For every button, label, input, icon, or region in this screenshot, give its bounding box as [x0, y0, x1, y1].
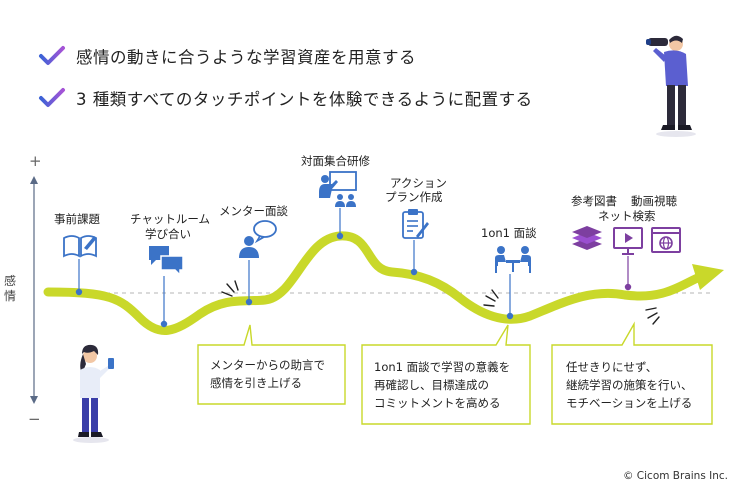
label-f2f-training: 対面集合研修 [301, 154, 370, 168]
label-1on1: 1on1 面談 [481, 226, 537, 240]
goal-text-2: 3 種類すべてのタッチポイントを体験できるように配置する [76, 90, 533, 109]
callout-text-1-line-2: 感情を引き上げる [210, 376, 302, 390]
point-mentor [245, 298, 253, 306]
presentation-board-icon [319, 171, 357, 207]
callout-text-3-line-2: 継続学習の施策を行い、 [566, 378, 693, 392]
emotion-curve [43, 231, 707, 335]
spark-mark-2 [483, 289, 499, 307]
point-self-learning [624, 283, 632, 291]
book-pen-icon [63, 235, 97, 258]
person-phone-illustration [73, 344, 114, 443]
label-action-plan-2: プラン作成 [385, 190, 443, 204]
books-stack-icon [572, 226, 602, 250]
goal-item-1: 感情の動きに合うような学習資産を用意する [38, 44, 416, 68]
callout-text-3-line-3: モチベーションを上げる [566, 396, 693, 410]
web-browser-icon [651, 227, 681, 253]
callout-text-2-line-3: コミットメントを高める [374, 396, 501, 410]
copyright: © Cicom Brains Inc. [622, 470, 728, 482]
label-mentor-interview: メンター面談 [219, 204, 288, 218]
point-chatroom [160, 320, 168, 328]
video-monitor-icon [613, 227, 643, 255]
axis-label: 感情 [4, 274, 17, 303]
curve-arrowhead [692, 264, 724, 290]
callout-text-3-line-1: 任せきりにせず、 [566, 360, 658, 374]
check-icon [39, 46, 65, 65]
label-net-search: ネット検索 [598, 209, 656, 223]
person-binoculars-illustration [646, 35, 696, 137]
callout-text-1-line-1: メンターからの助言で [210, 358, 325, 372]
label-chatroom-2: 学び合い [145, 227, 191, 241]
check-icon [39, 88, 65, 107]
point-f2f [336, 232, 344, 240]
emotion-axis [30, 176, 38, 404]
point-1on1 [506, 312, 514, 320]
point-pre-assignment [75, 288, 83, 296]
label-action-plan-1: アクション [390, 176, 447, 190]
one-on-one-meeting-icon [495, 246, 531, 273]
callout-box-2 [361, 324, 531, 425]
axis-plus: + [29, 152, 42, 170]
chat-bubbles-icon [149, 246, 184, 276]
clipboard-plan-icon [402, 209, 429, 239]
goal-text-1: 感情の動きに合うような学習資産を用意する [76, 48, 416, 67]
callout-box-1 [197, 324, 346, 405]
spark-mark-3 [645, 307, 660, 325]
spark-mark-1 [221, 280, 239, 297]
label-reference-books: 参考図書 [571, 194, 617, 208]
callout-text-2-line-1: 1on1 面談で学習の意義を [374, 360, 511, 374]
axis-minus: − [28, 410, 41, 428]
label-pre-assignment: 事前課題 [54, 212, 100, 226]
callout-box-3 [551, 321, 713, 425]
point-action-plan [410, 268, 418, 276]
label-chatroom-1: チャットルーム [130, 212, 211, 226]
goal-item-2: 3 種類すべてのタッチポイントを体験できるように配置する [38, 86, 533, 110]
mentor-person-icon [239, 220, 277, 258]
label-video-watching: 動画視聴 [631, 194, 677, 208]
callout-text-2-line-2: 再確認し、目標達成の [374, 378, 489, 392]
